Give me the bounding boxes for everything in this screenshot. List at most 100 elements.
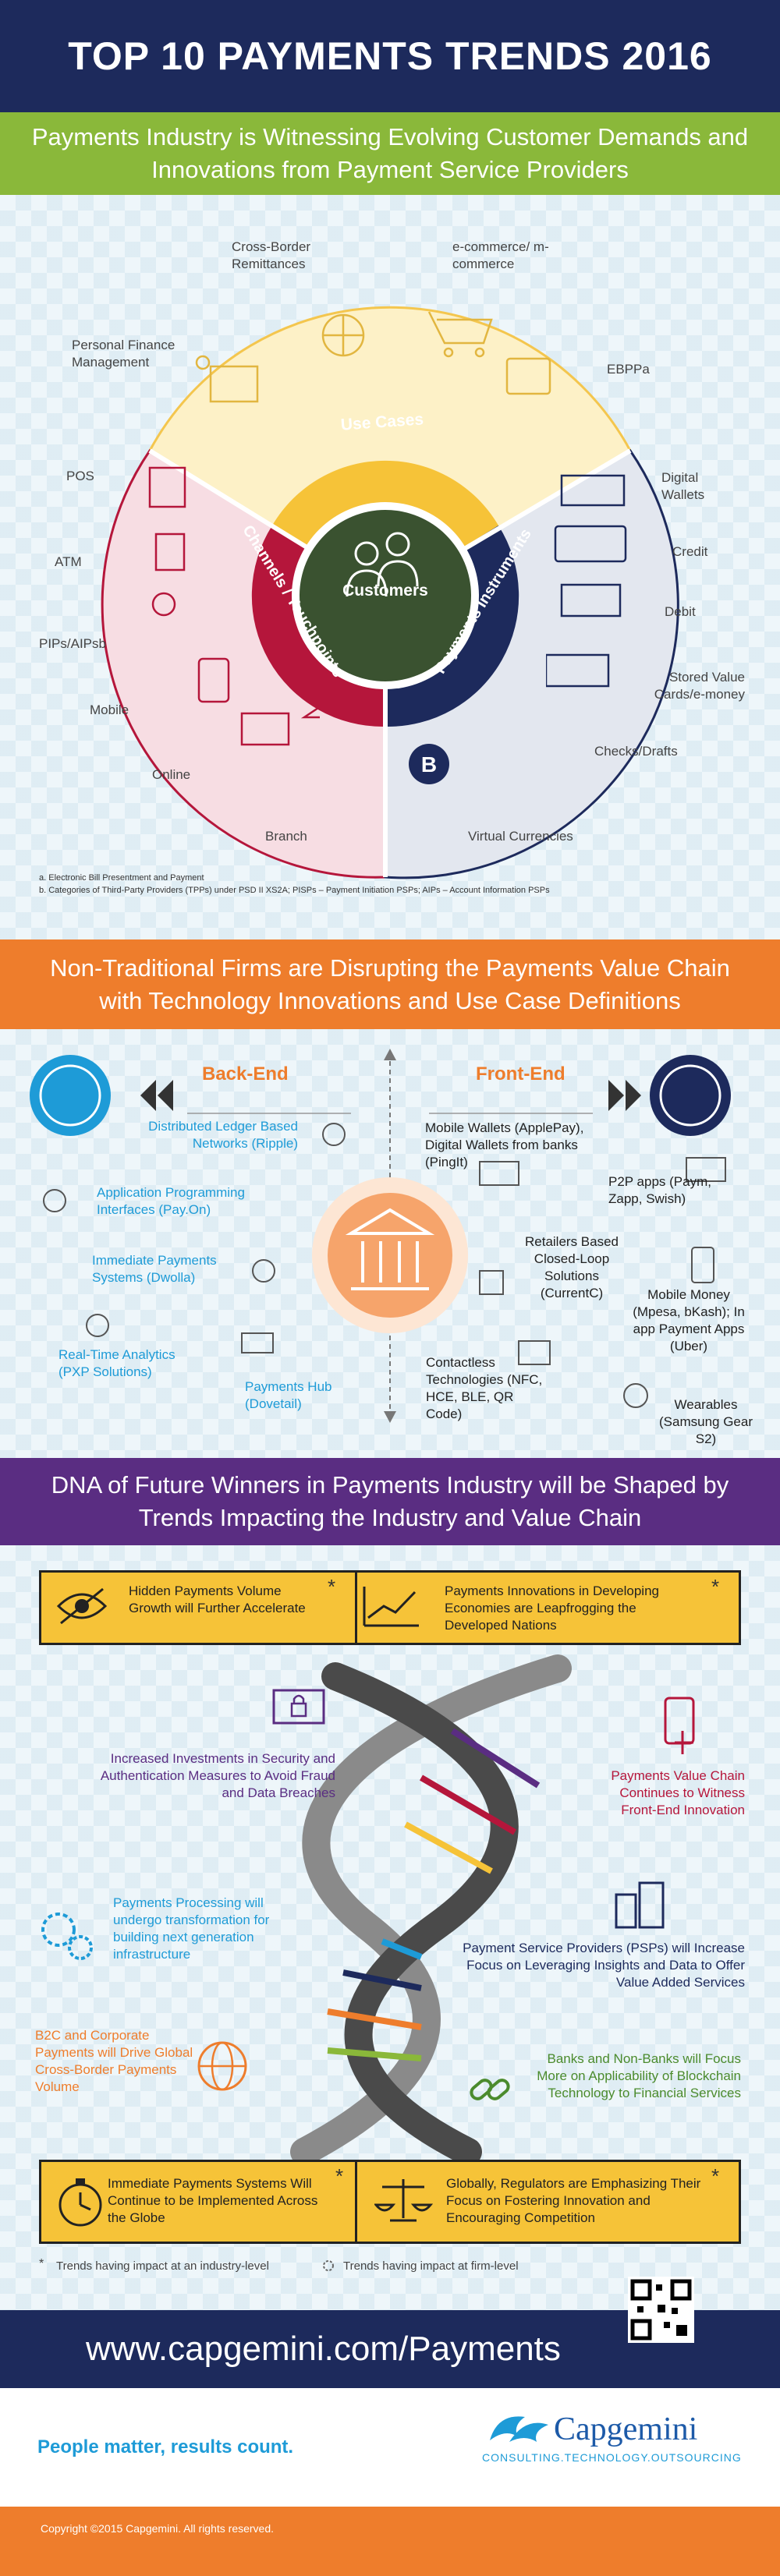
- use-cases-icons: [195, 311, 551, 403]
- cart-icon: [427, 311, 493, 345]
- frontend-heading: Front-End: [476, 1063, 566, 1085]
- footnote-b: b. Categories of Third-Party Providers (…: [39, 886, 550, 895]
- bank-building-icon: [345, 1208, 435, 1290]
- backend-arrows-icon: [140, 1080, 173, 1111]
- label-branch: Branch: [265, 829, 307, 844]
- capgemini-logo: Capgemini: [554, 2411, 698, 2447]
- frontend-badge: [650, 1055, 731, 1136]
- center-label: Customers: [342, 582, 428, 600]
- trend-value-chain: Payments Value Chain Continues to Witnes…: [611, 1768, 745, 1817]
- growth-chart-icon: [363, 1587, 419, 1627]
- stored-value-icon: [546, 653, 610, 688]
- backend-item-hub: Payments Hub (Dovetail): [245, 1379, 332, 1411]
- label-stored-value: Stored Value Cards/e-money: [654, 670, 745, 702]
- frontend-item-contactless: Contactless Technologies (NFC, HCE, BLE,…: [426, 1355, 543, 1421]
- star-marker: *: [335, 2164, 344, 2188]
- label-credit: Credit: [672, 544, 708, 559]
- top-trends-box: [39, 1570, 741, 1645]
- backend-item-ledger: Distributed Ledger Based Networks (Rippl…: [148, 1119, 298, 1151]
- label-ebpp: EBPPa: [607, 362, 650, 377]
- hub-icon: [241, 1332, 274, 1353]
- backend-badge: [30, 1055, 111, 1136]
- scales-icon: [374, 2179, 433, 2222]
- legend-star-icon: *: [39, 2257, 44, 2270]
- frontend-item-wearables: Wearables (Samsung Gear S2): [659, 1397, 753, 1446]
- section3-banner: DNA of Future Winners in Payments Indust…: [0, 1458, 780, 1545]
- tagline: People matter, results count.: [37, 2436, 294, 2457]
- footnote-a: a. Electronic Bill Presentment and Payme…: [39, 873, 204, 883]
- hidden-eye-icon: [56, 1587, 108, 1625]
- mobile-money-icon: [691, 1247, 714, 1283]
- analytics-icon: [86, 1314, 109, 1337]
- label-pfm: Personal Finance Management: [72, 338, 176, 370]
- top-trend-1: Hidden Payments Volume Growth will Furth…: [129, 1583, 306, 1615]
- top-trend-2: Payments Innovations in Developing Econo…: [445, 1583, 659, 1633]
- label-pips: PIPs/AIPsb: [39, 636, 106, 651]
- page-title: TOP 10 PAYMENTS TRENDS 2016: [0, 0, 780, 112]
- backend-item-api: Application Programming Interfaces (Pay.…: [97, 1185, 245, 1217]
- svg-text:B: B: [421, 752, 437, 777]
- bank-circle: [328, 1193, 452, 1318]
- frontend-item-mobile-money: Mobile Money (Mpesa, bKash); In app Paym…: [633, 1287, 745, 1353]
- ledger-icon: [322, 1123, 346, 1146]
- wallet-icon: [560, 474, 626, 507]
- value-chain-diagram: [30, 1049, 731, 1423]
- label-digital-wallets: Digital Wallets: [661, 470, 705, 502]
- cart-phone-icon: [479, 1270, 504, 1295]
- atm-icon: [154, 533, 186, 571]
- capgemini-spade-icon: [490, 2416, 548, 2442]
- instrument-icons: [546, 474, 627, 688]
- label-ecommerce: e-commerce/ m-commerce: [452, 239, 549, 271]
- finance-board-icon: [209, 365, 259, 403]
- label-atm: ATM: [55, 554, 82, 569]
- trend-processing: Payments Processing will undergo transfo…: [113, 1895, 270, 1962]
- trend-blockchain: Banks and Non-Banks will Focus More on A…: [537, 2051, 741, 2100]
- customers-icon: [346, 532, 419, 597]
- backend-heading: Back-End: [202, 1063, 289, 1085]
- website-url[interactable]: www.capgemini.com/Payments: [0, 2310, 780, 2388]
- phone-touch-icon: [664, 1697, 695, 1754]
- stopwatch-black-icon: [58, 2178, 102, 2227]
- chain-link-icon: [470, 2079, 510, 2100]
- label-mobile: Mobile: [90, 702, 129, 717]
- channel-icons: [148, 466, 320, 746]
- backend-item-immediate: Immediate Payments Systems (Dwolla): [92, 1253, 217, 1285]
- label-virtual-currencies: Virtual Currencies: [468, 829, 573, 844]
- legend-industry: Trends having impact at an industry-leve…: [56, 2259, 269, 2273]
- label-debit: Debit: [665, 604, 696, 619]
- label-checks: Checks/Drafts: [594, 744, 678, 759]
- api-gear-icon: [43, 1189, 66, 1212]
- stopwatch-icon: [252, 1259, 275, 1283]
- section2-banner: Non-Traditional Firms are Disrupting the…: [0, 939, 780, 1029]
- label-pos: POS: [66, 469, 94, 483]
- pos-icon: [148, 466, 186, 508]
- frontend-item-wallets: Mobile Wallets (ApplePay), Digital Walle…: [425, 1120, 584, 1169]
- trend-psp: Payment Service Providers (PSPs) will In…: [463, 1941, 745, 1990]
- capgemini-subtitle: CONSULTING.TECHNOLOGY.OUTSOURCING: [482, 2451, 742, 2464]
- bottom-trend-2: Globally, Regulators are Emphasizing The…: [446, 2176, 701, 2225]
- mobile-icon: [197, 657, 230, 703]
- footer-brand-area: [0, 2388, 780, 2507]
- legend-firm-icon: [323, 2260, 334, 2271]
- star-marker: *: [711, 1575, 720, 1598]
- bottom-trend-1: Immediate Payments Systems Will Continue…: [108, 2176, 318, 2225]
- backend-item-analytics: Real-Time Analytics (PXP Solutions): [58, 1347, 176, 1379]
- label-online: Online: [152, 767, 191, 782]
- credit-card-icon: [554, 525, 627, 563]
- gears-icon: [41, 1913, 93, 1960]
- dna-helix: [290, 1654, 572, 2160]
- globe-orange-icon: [197, 2041, 247, 2091]
- frontend-arrows-icon: [608, 1080, 641, 1111]
- trend-security: Increased Investments in Security and Au…: [100, 1751, 335, 1800]
- customer-ring-diagram: [101, 306, 679, 879]
- legend-firm: Trends having impact at firm-level: [343, 2259, 519, 2273]
- p2p-phones-icon: [686, 1157, 726, 1182]
- padlock-screen-icon: [272, 1689, 325, 1725]
- star-marker: *: [711, 2164, 720, 2188]
- bitcoin-icon: B: [409, 744, 449, 784]
- people-icon: [151, 592, 176, 617]
- bank-icon: [300, 706, 320, 719]
- buildings-icon: [615, 1881, 665, 1929]
- frontend-item-p2p: P2P apps (Paym, Zapp, Swish): [608, 1174, 711, 1206]
- frontend-item-retailers: Retailers Based Closed-Loop Solutions (C…: [524, 1234, 619, 1300]
